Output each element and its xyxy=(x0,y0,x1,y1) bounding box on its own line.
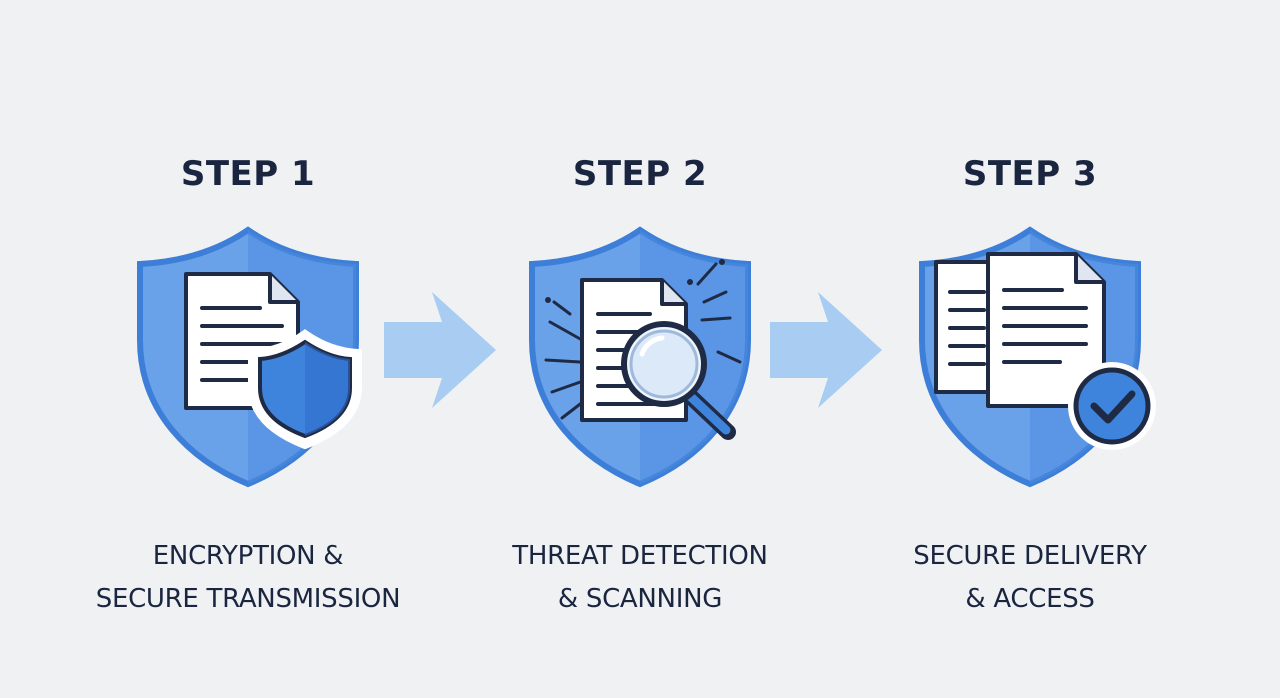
step-1-caption-line2: SECURE TRANSMISSION xyxy=(95,584,401,614)
step-3-caption-line2: & ACCESS xyxy=(965,584,1095,614)
step-2-caption-line1: THREAT DETECTION xyxy=(512,541,768,571)
step-1-caption: ENCRYPTION & SECURE TRANSMISSION xyxy=(68,535,428,621)
step-3-caption-line1: SECURE DELIVERY xyxy=(913,541,1147,571)
step-3-title: STEP 3 xyxy=(962,154,1098,194)
step-1-title: STEP 1 xyxy=(180,154,316,194)
step-2-title: STEP 2 xyxy=(572,154,708,194)
step-2-caption-line2: & SCANNING xyxy=(557,584,723,614)
step-3-caption: SECURE DELIVERY & ACCESS xyxy=(850,535,1210,621)
step-2-caption: THREAT DETECTION & SCANNING xyxy=(460,535,820,621)
right-arrow-icon xyxy=(384,292,496,408)
step-1-caption-line1: ENCRYPTION & xyxy=(152,541,344,571)
right-arrow-icon xyxy=(770,292,882,408)
document-magnifier-icon xyxy=(529,226,751,488)
documents-checkmark-icon xyxy=(919,226,1156,488)
document-with-shield-icon xyxy=(137,226,362,488)
